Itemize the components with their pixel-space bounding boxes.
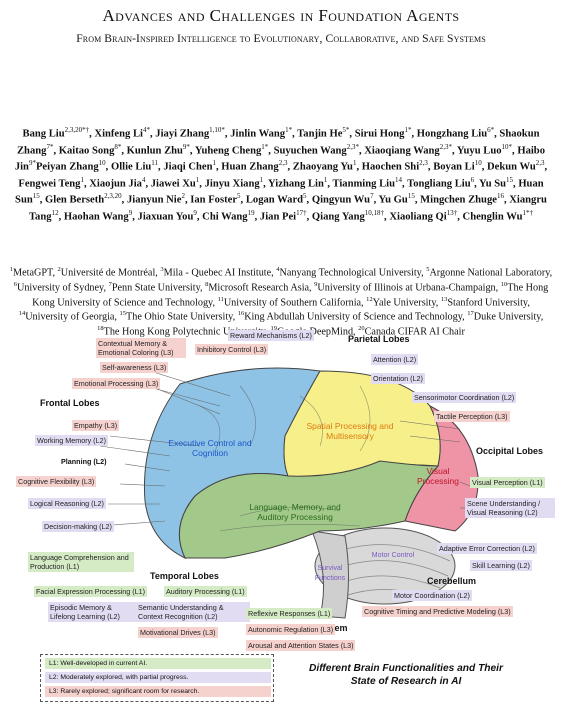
label-motivational: Motivational Drives (L3)	[138, 627, 218, 638]
label-sensorimotor: Sensorimotor Coordination (L2)	[412, 392, 517, 403]
label-semantic: Semantic Understanding & Context Recogni…	[136, 602, 250, 622]
label-skill: Skill Learning (L2)	[470, 560, 532, 571]
label-arousal: Arousal and Attention States (L3)	[246, 640, 356, 651]
label-motorcoord: Motor Coordination (L2)	[392, 590, 472, 601]
label-facial: Facial Expression Processing (L1)	[34, 586, 148, 597]
figure-caption: Different Brain Functionalities and Thei…	[309, 663, 503, 687]
label-langcomp: Language Comprehension and Production (L…	[28, 552, 134, 572]
occipital-lobe-title: Occipital Lobes	[476, 446, 544, 456]
parietal-lobe-title: Parietal Lobes	[348, 334, 410, 344]
brainstem-shape	[311, 530, 349, 619]
legend-l1: L1: Well-developed in current AI.	[45, 658, 271, 669]
label-visualperc: Visual Perception (L1)	[470, 477, 545, 488]
label-orientation: Orientation (L2)	[371, 373, 425, 384]
brain-diagram	[99, 367, 479, 619]
label-decision: Decision-making (L2)	[42, 521, 114, 532]
label-episodic: Episodic Memory & Lifelong Learning (L2)	[48, 602, 136, 622]
label-autonomic: Autonomic Regulation (L3)	[246, 624, 336, 635]
region-spatial: Spatial Processing and Multisensory	[306, 421, 394, 441]
temporal-shape	[178, 460, 440, 559]
cerebellum-title: Cerebellum	[427, 576, 477, 586]
legend-l2: L2: Moderately explored, with partial pr…	[45, 672, 271, 683]
label-contextual: Contextual Memory & Emotional Coloring (…	[96, 338, 186, 358]
label-timing: Cognitive Timing and Predictive Modeling…	[362, 606, 513, 617]
label-attention: Attention (L2)	[371, 354, 419, 365]
region-visual: Visual Processing	[416, 466, 460, 486]
label-scene: Scene Understanding / Visual Reasoning (…	[465, 498, 555, 518]
label-auditory: Auditory Processing (L1)	[164, 586, 247, 597]
brain-figure: Parietal Lobes Frontal Lobes Occipital L…	[0, 326, 562, 700]
temporal-lobe-title: Temporal Lobes	[150, 571, 219, 581]
label-tactile: Tactile Perception (L3)	[434, 411, 510, 422]
label-selfaware: Self-awareness (L3)	[100, 362, 169, 373]
cerebellum-shape	[314, 527, 456, 605]
label-logical: Logical Reasoning (L2)	[28, 498, 106, 509]
affiliation-list: 1MetaGPT, 2Université de Montréal, 3Mila…	[9, 266, 553, 338]
paper-subtitle: From Brain-Inspired Intelligence to Evol…	[76, 32, 486, 45]
label-cogflex: Cognitive Flexibility (L3)	[16, 476, 97, 487]
label-planning: Planning (L2)	[61, 457, 107, 466]
region-survival: Survival Functions	[314, 565, 346, 582]
label-adaptive: Adaptive Error Correction (L2)	[437, 543, 537, 554]
research-level-legend: L1: Well-developed in current AI. L2: Mo…	[40, 654, 274, 702]
frontal-lobe-title: Frontal Lobes	[40, 398, 100, 408]
label-reflexive: Reflexive Responses (L1)	[246, 608, 333, 619]
label-working: Working Memory (L2)	[35, 435, 108, 446]
label-empathy: Empathy (L3)	[72, 420, 120, 431]
region-executive: Executive Control and Cognition	[168, 438, 252, 458]
label-reward: Reward Mechanisms (L2)	[228, 330, 314, 341]
region-language: Language, Memory, and Auditory Processin…	[249, 502, 341, 522]
legend-l3: L3: Rarely explored; significant room fo…	[45, 686, 271, 697]
label-emotional: Emotional Processing (L3)	[72, 378, 161, 389]
author-list: Bang Liu2,3,20*†, Xinfeng Li4*, Jiayi Zh…	[14, 126, 548, 223]
label-inhibitory: Inhibitory Control (L3)	[195, 344, 269, 355]
region-motor: Motor Control	[371, 552, 415, 559]
paper-title: Advances and Challenges in Foundation Ag…	[102, 6, 460, 25]
